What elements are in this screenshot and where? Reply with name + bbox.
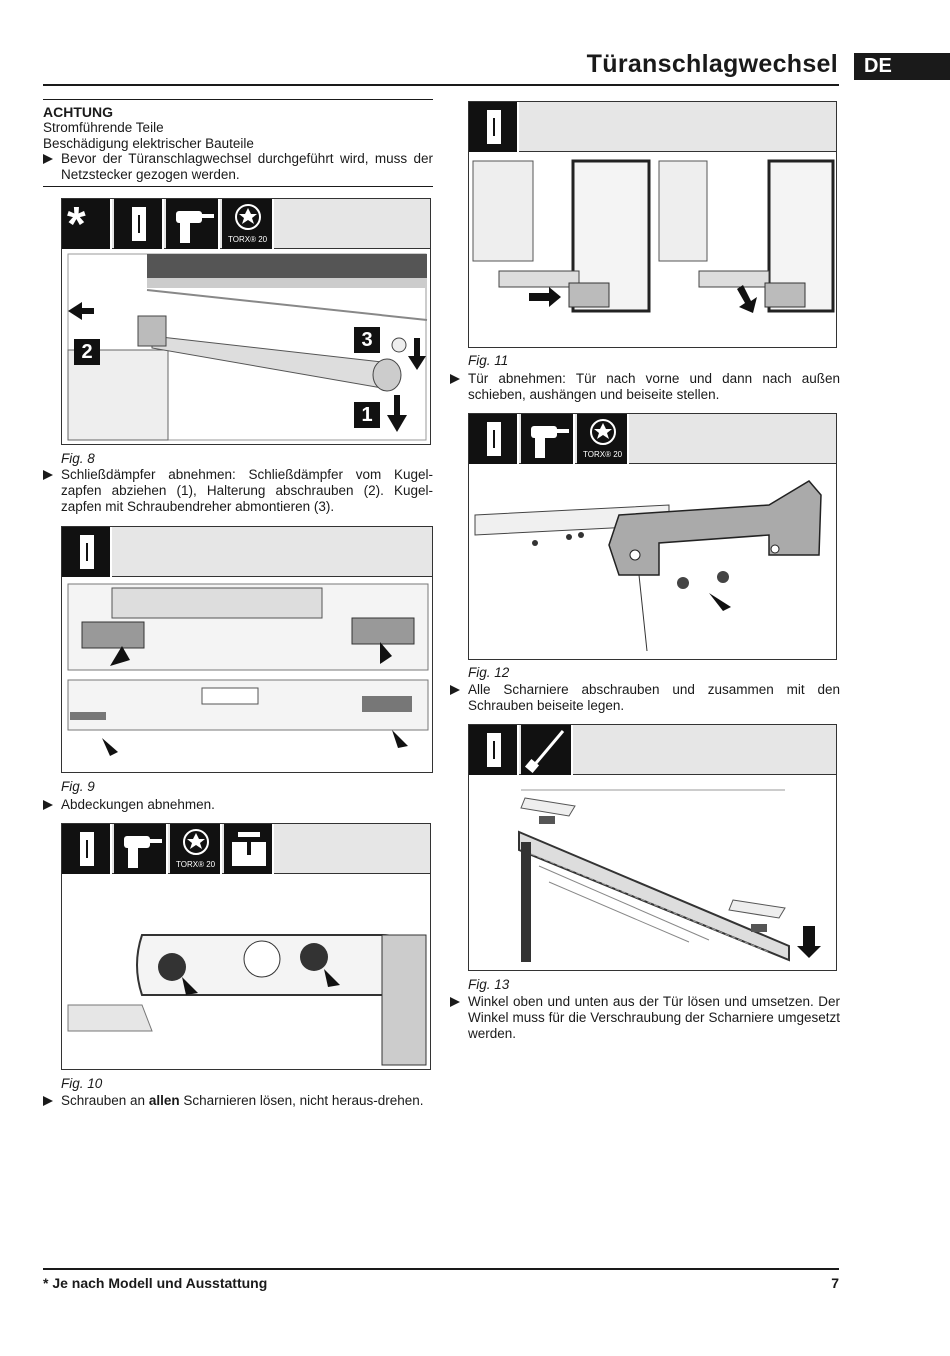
fig12-tool-bar: TORX® 20 bbox=[469, 414, 836, 464]
torx-20-icon: TORX® 20 bbox=[577, 414, 629, 464]
fig11-bullet: Tür abnehmen: Tür nach vorne und dann na… bbox=[450, 371, 840, 403]
title-rule bbox=[43, 84, 839, 86]
warning-bullet: Bevor der Türanschlagwechsel durchgeführ… bbox=[43, 151, 433, 183]
bullet-arrow-icon bbox=[450, 997, 460, 1007]
fig9-bullet: Abdeckungen abnehmen. bbox=[43, 797, 433, 813]
fig8-caption: Fig. 8 bbox=[61, 451, 95, 466]
warning-heading: ACHTUNG bbox=[43, 104, 113, 120]
screw-loosen-icon bbox=[224, 824, 274, 874]
fig9-tool-bar bbox=[62, 527, 432, 577]
figure-12: TORX® 20 bbox=[468, 413, 837, 660]
fig13-illustration bbox=[469, 776, 836, 970]
bullet-arrow-icon bbox=[43, 154, 53, 164]
footer-note: * Je nach Modell und Ausstattung bbox=[43, 1275, 268, 1291]
torx-20-icon: TORX® 20 bbox=[222, 199, 274, 249]
bullet-arrow-icon bbox=[450, 374, 460, 384]
door-panel-icon bbox=[469, 414, 519, 464]
fig13-caption: Fig. 13 bbox=[468, 977, 510, 992]
fig12-caption: Fig. 12 bbox=[468, 665, 510, 680]
fig10-bullet-post: Scharnieren lösen, nicht heraus-drehen. bbox=[179, 1093, 424, 1108]
fig13-bullet: Winkel oben und unten aus der Tür lösen … bbox=[450, 994, 840, 1042]
fig8-illustration: 1 2 3 bbox=[62, 250, 430, 444]
footer-rule bbox=[43, 1268, 839, 1270]
fig8-bullet-text: Schließdämpfer abnehmen: Schließdämpfer … bbox=[61, 467, 433, 514]
fig10-tool-bar: TORX® 20 bbox=[62, 824, 430, 874]
figure-9 bbox=[61, 526, 433, 773]
figure-10: TORX® 20 bbox=[61, 823, 431, 1070]
warning-line-2: Beschädigung elektrischer Bauteile bbox=[43, 136, 254, 151]
fig9-bullet-text: Abdeckungen abnehmen. bbox=[61, 797, 215, 812]
fig13-tool-bar bbox=[469, 725, 836, 775]
page-number: 7 bbox=[831, 1275, 839, 1291]
torx-20-icon: TORX® 20 bbox=[170, 824, 222, 874]
asterisk-icon: * bbox=[62, 199, 112, 251]
fig11-caption: Fig. 11 bbox=[468, 353, 509, 368]
figure-13 bbox=[468, 724, 837, 971]
bullet-arrow-icon bbox=[43, 1096, 53, 1106]
fig12-bullet: Alle Scharniere abschrauben und zusammen… bbox=[450, 682, 840, 714]
fig9-illustration bbox=[62, 578, 432, 772]
fig11-bullet-text: Tür abnehmen: Tür nach vorne und dann na… bbox=[468, 371, 840, 402]
warning-top-rule bbox=[43, 99, 433, 100]
page-title: Türanschlagwechsel bbox=[586, 50, 838, 78]
fig10-caption: Fig. 10 bbox=[61, 1076, 103, 1091]
drill-icon bbox=[166, 199, 220, 249]
callout-3: 3 bbox=[354, 327, 380, 353]
fig8-bullet: Schließdämpfer abnehmen: Schließdämpfer … bbox=[43, 467, 433, 515]
bullet-arrow-icon bbox=[43, 470, 53, 480]
figure-8: * TORX® 20 1 bbox=[61, 198, 431, 445]
fig9-caption: Fig. 9 bbox=[61, 779, 95, 794]
language-tab: DE bbox=[854, 53, 950, 80]
fig12-bullet-text: Alle Scharniere abschrauben und zusammen… bbox=[468, 682, 840, 713]
fig8-tool-bar: * TORX® 20 bbox=[62, 199, 430, 251]
fig10-bullet-bold: allen bbox=[148, 1093, 180, 1108]
fig10-bullet-pre: Schrauben an bbox=[61, 1093, 149, 1108]
fig11-tool-bar bbox=[469, 102, 836, 152]
screwdriver-icon bbox=[521, 725, 573, 775]
fig11-illustration bbox=[469, 153, 836, 347]
door-panel-icon bbox=[62, 527, 112, 577]
figure-11 bbox=[468, 101, 837, 348]
door-panel-icon bbox=[469, 725, 519, 775]
warning-line-1: Stromführende Teile bbox=[43, 120, 164, 135]
fig12-illustration bbox=[469, 465, 836, 659]
warning-bullet-text: Bevor der Türanschlagwechsel durchgeführ… bbox=[61, 151, 433, 182]
bullet-arrow-icon bbox=[450, 685, 460, 695]
door-panel-icon bbox=[114, 199, 164, 249]
callout-1: 1 bbox=[354, 402, 380, 428]
door-panel-icon bbox=[469, 102, 519, 152]
callout-2: 2 bbox=[74, 339, 100, 365]
warning-bottom-rule bbox=[43, 186, 433, 187]
fig10-bullet: Schrauben an allen Scharnieren lösen, ni… bbox=[43, 1093, 433, 1109]
fig13-bullet-text: Winkel oben und unten aus der Tür lösen … bbox=[468, 994, 840, 1041]
bullet-arrow-icon bbox=[43, 800, 53, 810]
door-panel-icon bbox=[62, 824, 112, 874]
drill-icon bbox=[521, 414, 575, 464]
fig10-illustration bbox=[62, 875, 430, 1069]
drill-icon bbox=[114, 824, 168, 874]
